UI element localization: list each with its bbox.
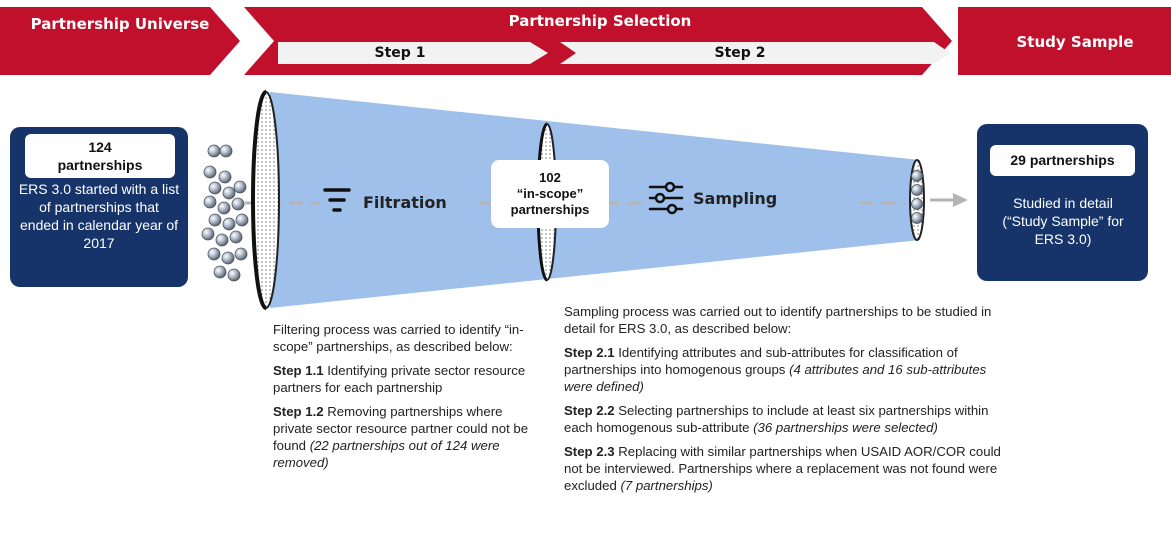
universe-count-label: partnerships — [57, 157, 143, 173]
step-1-2-text: Removing partnerships where private sect… — [273, 404, 529, 453]
sample-count: 29 partnerships — [990, 145, 1135, 176]
step-2-2-label: Step 2.2 — [564, 403, 615, 418]
sampling-description: Sampling process was carried out to iden… — [564, 303, 1004, 501]
step-2-1-text: Identifying attributes and sub-attribute… — [564, 345, 958, 377]
step-2-3-note: (7 partnerships) — [620, 478, 713, 493]
in-scope-label: “in-scope” — [516, 186, 584, 201]
in-scope-label-2: partnerships — [510, 202, 590, 217]
banner-chevrons — [0, 7, 1171, 75]
universe-banner-shape — [0, 7, 240, 75]
selection-banner-label: Partnership Selection — [508, 12, 692, 30]
step-1-2-label: Step 1.2 — [273, 404, 324, 419]
step-2-2: Step 2.2 Selecting partnerships to inclu… — [564, 402, 1004, 436]
step-2-3-label: Step 2.3 — [564, 444, 615, 459]
universe-box: 124 partnerships ERS 3.0 started with a … — [10, 127, 188, 287]
step1-label: Step 1 — [374, 45, 426, 61]
step-1-1: Step 1.1 Identifying private sector reso… — [273, 362, 538, 396]
step2-arrow-shape — [560, 42, 950, 64]
partnership-balls-output — [911, 170, 923, 224]
step-1-1-label: Step 1.1 — [273, 363, 324, 378]
step-1-2-note: (22 partnerships out of 124 were removed… — [273, 438, 500, 470]
step-1-2: Step 1.2 Removing partnerships where pri… — [273, 403, 538, 471]
universe-count-number: 124 — [88, 139, 112, 155]
step-2-3: Step 2.3 Replacing with similar partners… — [564, 443, 1004, 494]
step-2-1-label: Step 2.1 — [564, 345, 615, 360]
universe-banner-label: Partnership Universe — [30, 15, 210, 33]
universe-description: ERS 3.0 started with a list of partnersh… — [18, 181, 180, 251]
step2-label: Step 2 — [714, 45, 766, 61]
step-2-2-note: (36 partnerships were selected) — [753, 420, 938, 435]
sampling-label: Sampling — [693, 189, 778, 208]
universe-count-pill: 124 partnerships — [25, 134, 175, 178]
sliders-icon — [648, 181, 684, 215]
step-2-1: Step 2.1 Identifying attributes and sub-… — [564, 344, 1004, 395]
sample-description: Studied in detail (“Study Sample” for ER… — [1002, 195, 1124, 247]
step-2-3-text: Replacing with similar partnerships when… — [564, 444, 1001, 493]
sampling-intro: Sampling process was carried out to iden… — [564, 304, 992, 336]
filtration-intro: Filtering process was carried to identif… — [273, 322, 524, 354]
step-2-1-note: (4 attributes and 16 sub-attributes were… — [564, 362, 987, 394]
step1-arrow-shape — [278, 42, 548, 64]
filter-icon — [323, 188, 351, 212]
sample-banner-shape — [958, 7, 1171, 75]
arrow-head — [953, 193, 968, 207]
in-scope-box: 102 “in-scope” partnerships — [491, 160, 609, 228]
step-1-1-text: Identifying private sector resource part… — [273, 363, 526, 395]
filtration-label: Filtration — [363, 193, 447, 212]
sample-box: 29 partnerships Studied in detail (“Stud… — [977, 124, 1148, 281]
sample-banner-label: Study Sample — [1016, 33, 1134, 51]
partnership-balls-input — [201, 144, 249, 282]
step-2-2-text: Selecting partnerships to include at lea… — [564, 403, 989, 435]
filtration-description: Filtering process was carried to identif… — [273, 321, 538, 478]
in-scope-number: 102 — [539, 170, 561, 185]
